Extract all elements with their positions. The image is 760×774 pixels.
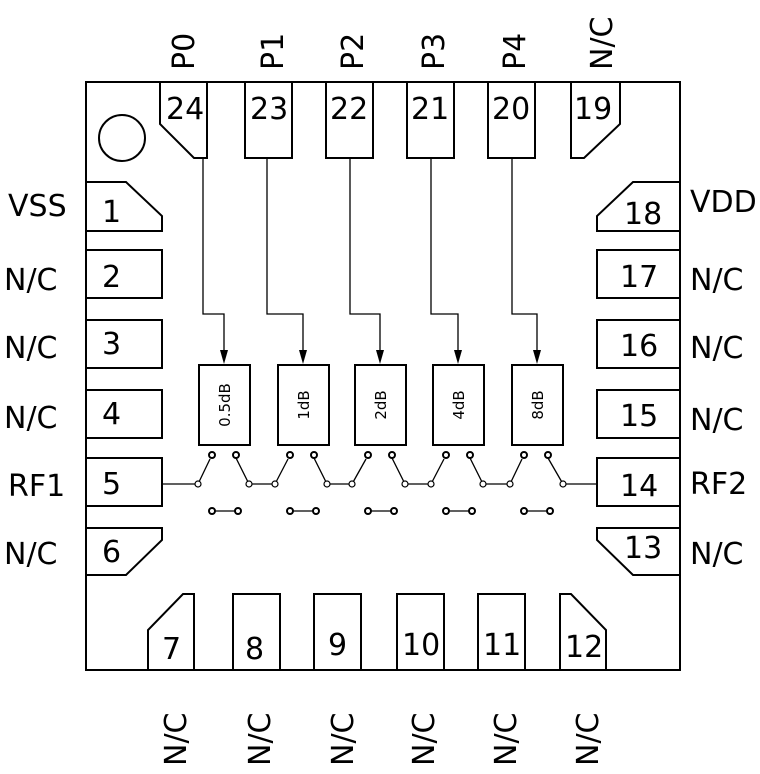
svg-text:N/C: N/C	[407, 713, 442, 767]
svg-text:13: 13	[624, 531, 662, 566]
bit-2db: 2dB	[354, 364, 407, 446]
bit-1db: 1dB	[277, 364, 330, 446]
svg-text:21: 21	[411, 92, 449, 127]
svg-text:14: 14	[620, 469, 658, 504]
pin-15: 15 N/C	[596, 389, 744, 439]
svg-text:N/C: N/C	[690, 331, 744, 366]
svg-text:12: 12	[565, 630, 603, 665]
pin-22: 22 P2	[325, 33, 374, 159]
svg-text:N/C: N/C	[4, 401, 58, 436]
svg-text:15: 15	[620, 399, 658, 434]
svg-text:23: 23	[250, 92, 288, 127]
svg-text:11: 11	[483, 628, 521, 663]
svg-text:N/C: N/C	[571, 713, 606, 767]
svg-text:7: 7	[162, 632, 181, 667]
svg-text:8: 8	[245, 632, 264, 667]
bottom-pins: 7 N/C 8 N/C 9 N/C 10 N/C 11 N/C 12 N/C	[147, 593, 607, 767]
left-pins: 1 VSS 2 N/C 3 N/C 4 N/C 5 RF1 6 N/C	[4, 181, 163, 576]
pin-1: 1 VSS	[8, 181, 163, 232]
svg-text:P2: P2	[336, 33, 371, 70]
svg-text:N/C: N/C	[690, 537, 744, 572]
switch-stage-3	[351, 451, 431, 515]
pin-9: 9 N/C	[313, 593, 362, 767]
pin-5: 5 RF1	[8, 457, 163, 507]
svg-text:N/C: N/C	[690, 263, 744, 298]
rf-switch-chain	[162, 451, 597, 515]
svg-text:N/C: N/C	[690, 403, 744, 438]
pin-3: 3 N/C	[4, 319, 163, 369]
right-pins: 18 VDD 17 N/C 16 N/C 15 N/C 14 RF2 13 N/…	[596, 181, 757, 576]
svg-text:5: 5	[102, 467, 121, 502]
svg-text:N/C: N/C	[4, 263, 58, 298]
svg-text:6: 6	[102, 535, 121, 570]
pin-20: 20 P4	[487, 33, 536, 159]
pin-2: 2 N/C	[4, 249, 163, 299]
svg-text:N/C: N/C	[4, 537, 58, 572]
switch-stage-5	[509, 451, 564, 515]
svg-text:1: 1	[102, 195, 121, 230]
svg-text:10: 10	[402, 628, 440, 663]
bit-8db: 8dB	[511, 364, 564, 446]
svg-text:2: 2	[102, 260, 121, 295]
svg-text:1dB: 1dB	[295, 390, 313, 419]
pin-23: 23 P1	[244, 33, 293, 159]
pin-6: 6 N/C	[4, 527, 163, 576]
pin-18: 18 VDD	[596, 181, 757, 232]
switch-stage-4	[430, 451, 510, 515]
pin-12: 12 N/C	[559, 593, 607, 767]
control-lines	[202, 158, 541, 364]
switch-stage-1	[197, 451, 275, 515]
svg-text:N/C: N/C	[243, 713, 278, 767]
pin-8: 8 N/C	[232, 593, 281, 767]
svg-text:18: 18	[624, 197, 662, 232]
bit-0p5db: 0.5dB	[198, 364, 251, 446]
pin-label-rf1: RF1	[8, 469, 65, 504]
pin-13: 13 N/C	[596, 527, 744, 576]
svg-text:8dB: 8dB	[529, 390, 547, 419]
svg-text:16: 16	[620, 329, 658, 364]
top-pins: 24 P0 23 P1 22 P2 21 P3 20 P4 19 N/C	[159, 17, 621, 159]
attenuator-bits: 0.5dB 1dB 2dB 4dB 8dB	[198, 364, 564, 446]
pin-7: 7 N/C	[147, 593, 195, 767]
pin-10: 10 N/C	[396, 593, 445, 767]
bit-4db: 4dB	[432, 364, 485, 446]
pin-14: 14 RF2	[596, 457, 747, 507]
pin-4: 4 N/C	[4, 389, 163, 439]
svg-text:20: 20	[492, 92, 530, 127]
svg-text:19: 19	[574, 92, 612, 127]
svg-text:N/C: N/C	[4, 331, 58, 366]
arrowheads	[220, 350, 541, 364]
pin-17: 17 N/C	[596, 249, 744, 299]
svg-text:9: 9	[328, 628, 347, 663]
pin1-marker-dot	[98, 114, 146, 162]
svg-text:17: 17	[620, 260, 658, 295]
svg-text:P0: P0	[167, 33, 202, 70]
svg-text:4dB: 4dB	[450, 390, 468, 419]
svg-text:2dB: 2dB	[372, 390, 390, 419]
svg-text:24: 24	[166, 92, 204, 127]
pin-label-vdd: VDD	[690, 185, 757, 220]
svg-text:P1: P1	[256, 33, 291, 70]
junction-dots	[194, 480, 567, 488]
pin-11: 11 N/C	[477, 593, 526, 767]
svg-text:N/C: N/C	[489, 713, 524, 767]
svg-text:N/C: N/C	[585, 17, 620, 71]
svg-text:22: 22	[330, 92, 368, 127]
svg-text:3: 3	[102, 327, 121, 362]
pin-19: 19 N/C	[570, 17, 621, 159]
pin-label-rf2: RF2	[690, 467, 747, 502]
pin-16: 16 N/C	[596, 319, 744, 369]
svg-text:4: 4	[102, 397, 121, 432]
pin-label-vss: VSS	[8, 189, 67, 224]
switch-stage-2	[274, 451, 352, 515]
svg-text:N/C: N/C	[326, 713, 361, 767]
svg-text:N/C: N/C	[159, 713, 194, 767]
pin-24: 24 P0	[159, 33, 208, 159]
pin-21: 21 P3	[406, 33, 455, 159]
svg-text:0.5dB: 0.5dB	[216, 383, 234, 427]
svg-text:P3: P3	[417, 33, 452, 70]
svg-text:P4: P4	[498, 33, 533, 70]
